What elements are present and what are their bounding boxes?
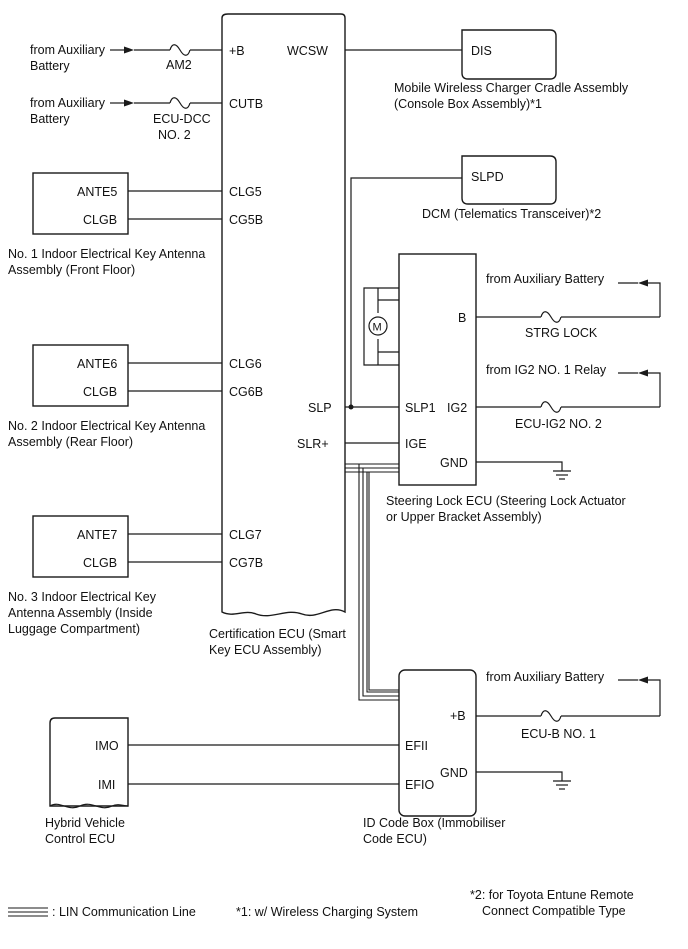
- antenna-pin-ante6: ANTE6: [77, 357, 117, 371]
- idbox-pin-efio: EFIO: [405, 778, 434, 792]
- dcm-pin-slpd: SLPD: [471, 170, 504, 184]
- fuse-am2-label: AM2: [166, 58, 192, 72]
- ecu-pin-b: +B: [229, 44, 245, 58]
- antenna-2: ANTE6 CLGB No. 2 Indoor Electrical Key A…: [8, 344, 222, 449]
- steering-b-source: from Auxiliary Battery: [486, 272, 605, 286]
- charger-pin-dis: DIS: [471, 44, 492, 58]
- lin-bus: [345, 463, 399, 701]
- battery-source-label: Battery: [30, 59, 70, 73]
- steering-ig2-source: from IG2 NO. 1 Relay: [486, 363, 607, 377]
- battery-source-label: from Auxiliary: [30, 43, 106, 57]
- ecu-pin-wcsw: WCSW: [287, 44, 328, 58]
- charger-caption: (Console Box Assembly)*1: [394, 97, 542, 111]
- ecu-pin-cg5b: CG5B: [229, 213, 263, 227]
- battery-input-am2: from Auxiliary Battery AM2: [30, 43, 222, 73]
- antenna-3-caption: No. 3 Indoor Electrical Key: [8, 590, 157, 604]
- battery-input-ecu-dcc: from Auxiliary Battery ECU-DCC NO. 2: [30, 96, 222, 142]
- charger-caption: Mobile Wireless Charger Cradle Assembly: [394, 81, 629, 95]
- idbox-caption: ID Code Box (Immobiliser: [363, 816, 505, 830]
- steering-caption: Steering Lock ECU (Steering Lock Actuato…: [386, 494, 626, 508]
- hybrid-caption: Hybrid Vehicle: [45, 816, 125, 830]
- battery-source-label: Battery: [30, 112, 70, 126]
- antenna-pin-ante5: ANTE5: [77, 185, 117, 199]
- fuse-strg-lock-label: STRG LOCK: [525, 326, 598, 340]
- fuse-ecu-dcc-label: NO. 2: [158, 128, 191, 142]
- wireless-charger: DIS Mobile Wireless Charger Cradle Assem…: [345, 29, 629, 111]
- steering-pin-slp1: SLP1: [405, 401, 436, 415]
- ecu-pin-slr: SLR+: [297, 437, 329, 451]
- dcm-caption: DCM (Telematics Transceiver)*2: [422, 207, 601, 221]
- steering-pin-gnd: GND: [440, 456, 468, 470]
- antenna-pin-ante7: ANTE7: [77, 528, 117, 542]
- idbox-pin-efii: EFII: [405, 739, 428, 753]
- ecu-pin-clg5: CLG5: [229, 185, 262, 199]
- certification-ecu: +B CUTB CLG5 CG5B CLG6 CG6B CLG7 CG7B WC…: [209, 13, 346, 657]
- legend-note-1: *1: w/ Wireless Charging System: [236, 905, 418, 919]
- steering-caption: or Upper Bracket Assembly): [386, 510, 542, 524]
- ecu-pin-clg6: CLG6: [229, 357, 262, 371]
- id-code-box: +B EFII EFIO GND from Auxiliary Battery …: [363, 669, 661, 846]
- steering-lock-ecu: M B SLP1 IG2 IGE GND from Auxiliary Batt…: [363, 253, 661, 524]
- fuse-ecu-dcc-label: ECU-DCC: [153, 112, 211, 126]
- fuse-ecu-ig2-label: ECU-IG2 NO. 2: [515, 417, 602, 431]
- hybrid-pin-imi: IMI: [98, 778, 115, 792]
- antenna-3-caption: Luggage Compartment): [8, 622, 140, 636]
- ecu-pin-cutb: CUTB: [229, 97, 263, 111]
- legend-note-2: Connect Compatible Type: [482, 904, 626, 918]
- antenna-pin-clgb: CLGB: [83, 556, 117, 570]
- steering-pin-b: B: [458, 311, 466, 325]
- motor-symbol: M: [373, 322, 382, 334]
- hybrid-pin-imo: IMO: [95, 739, 119, 753]
- steering-pin-ige: IGE: [405, 437, 427, 451]
- antenna-pin-clgb: CLGB: [83, 385, 117, 399]
- antenna-3: ANTE7 CLGB No. 3 Indoor Electrical Key A…: [8, 515, 222, 636]
- antenna-pin-clgb: CLGB: [83, 213, 117, 227]
- antenna-1-caption: No. 1 Indoor Electrical Key Antenna: [8, 247, 205, 261]
- battery-source-label: from Auxiliary: [30, 96, 106, 110]
- antenna-3-caption: Antenna Assembly (Inside: [8, 606, 153, 620]
- ecu-pin-cg6b: CG6B: [229, 385, 263, 399]
- hybrid-vehicle-ecu: IMO IMI Hybrid Vehicle Control ECU: [45, 717, 399, 846]
- antenna-1: ANTE5 CLGB No. 1 Indoor Electrical Key A…: [8, 172, 222, 277]
- legend-lin-label: : LIN Communication Line: [52, 905, 196, 919]
- antenna-2-caption: No. 2 Indoor Electrical Key Antenna: [8, 419, 205, 433]
- idbox-b-source: from Auxiliary Battery: [486, 670, 605, 684]
- idbox-caption: Code ECU): [363, 832, 427, 846]
- ecu-caption-line1: Certification ECU (Smart: [209, 627, 346, 641]
- hybrid-caption: Control ECU: [45, 832, 115, 846]
- dcm: SLPD DCM (Telematics Transceiver)*2: [422, 155, 601, 221]
- fuse-ecu-b-label: ECU-B NO. 1: [521, 727, 596, 741]
- idbox-pin-b: +B: [450, 709, 466, 723]
- slp-signal-line: [345, 177, 462, 410]
- ecu-pin-cg7b: CG7B: [229, 556, 263, 570]
- antenna-1-caption: Assembly (Front Floor): [8, 263, 135, 277]
- idbox-pin-gnd: GND: [440, 766, 468, 780]
- legend-note-2: *2: for Toyota Entune Remote: [470, 888, 634, 902]
- antenna-2-caption: Assembly (Rear Floor): [8, 435, 133, 449]
- ecu-caption-line2: Key ECU Assembly): [209, 643, 322, 657]
- steering-pin-ig2: IG2: [447, 401, 467, 415]
- ecu-pin-clg7: CLG7: [229, 528, 262, 542]
- ecu-pin-slp: SLP: [308, 401, 332, 415]
- legend: : LIN Communication Line *1: w/ Wireless…: [8, 888, 634, 919]
